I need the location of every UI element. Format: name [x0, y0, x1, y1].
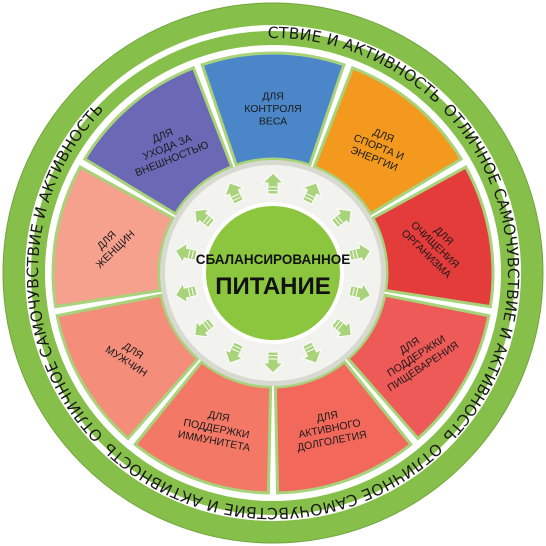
arrow-shape	[330, 317, 352, 338]
arrow-stripe	[352, 250, 355, 259]
arrow-stripe	[205, 320, 212, 328]
arrow-icon	[348, 281, 372, 304]
arrow-shape	[194, 208, 216, 229]
center-title-line2: ПИТАНИЕ	[215, 273, 331, 300]
arrow-icon	[194, 317, 216, 338]
arrow-shape	[330, 208, 352, 229]
arrow-shape	[224, 182, 245, 205]
segment-8	[82, 65, 234, 217]
arrow-stripe	[304, 345, 313, 350]
arrow-icon	[224, 182, 245, 205]
arrow-stripe	[233, 196, 242, 201]
arrow-stripe	[202, 215, 209, 223]
arrow-stripe	[334, 218, 341, 226]
arrow-stripe	[355, 288, 359, 297]
arrow-icon	[194, 208, 216, 229]
arrow-stripe	[304, 196, 313, 201]
arrow-stripe	[191, 287, 194, 296]
segment-2	[370, 164, 495, 309]
segment-0	[200, 51, 346, 167]
segment-3	[345, 293, 491, 441]
arrow-stripe	[191, 250, 194, 259]
arrow-icon	[301, 341, 322, 364]
segment-label-line: ДЛЯ	[262, 91, 284, 103]
arrow-icon	[261, 351, 285, 374]
arrow-icon	[330, 208, 352, 229]
arrows-group	[174, 172, 372, 374]
arrow-shape	[301, 182, 322, 205]
arrow-shape	[301, 341, 322, 364]
arrow-icon	[174, 281, 198, 304]
arrow-stripe	[231, 348, 240, 353]
segment-4	[273, 359, 413, 495]
segment-7	[51, 164, 176, 309]
arrow-icon	[348, 242, 372, 265]
segment-1	[312, 65, 464, 217]
arrow-stripe	[233, 345, 242, 350]
center-circle	[206, 206, 340, 340]
arrow-stripe	[202, 323, 209, 331]
arrow-stripe	[334, 320, 341, 328]
arrow-shape	[224, 341, 245, 364]
arrow-stripe	[355, 249, 359, 258]
segment-label-line: КОНТРОЛЯ	[244, 103, 301, 115]
arrow-shape	[261, 351, 285, 374]
arrow-stripe	[187, 288, 191, 297]
arrow-stripe	[205, 218, 212, 226]
arrow-stripe	[337, 215, 344, 223]
segment-5	[133, 359, 273, 495]
arrow-stripe	[337, 323, 344, 331]
arrow-shape	[194, 317, 216, 338]
arrow-icon	[224, 341, 245, 364]
segment-label-line: ВЕСА	[259, 116, 287, 128]
arrow-icon	[174, 242, 198, 265]
arrow-stripe	[187, 249, 191, 258]
arrow-icon	[301, 182, 322, 205]
segment-6	[55, 293, 201, 441]
arrow-icon	[330, 317, 352, 338]
arrow-stripe	[352, 287, 355, 296]
segment-label-line: ДЛЯ	[207, 409, 230, 425]
arrow-stripe	[306, 193, 315, 198]
center-title-line1: СБАЛАНСИРОВАННОЕ	[196, 252, 350, 267]
arrow-stripe	[306, 348, 315, 353]
arrow-shape	[261, 172, 285, 195]
segment-label-line: ДЛЯ	[315, 409, 338, 425]
arrow-icon	[261, 172, 285, 195]
arrow-stripe	[231, 193, 240, 198]
